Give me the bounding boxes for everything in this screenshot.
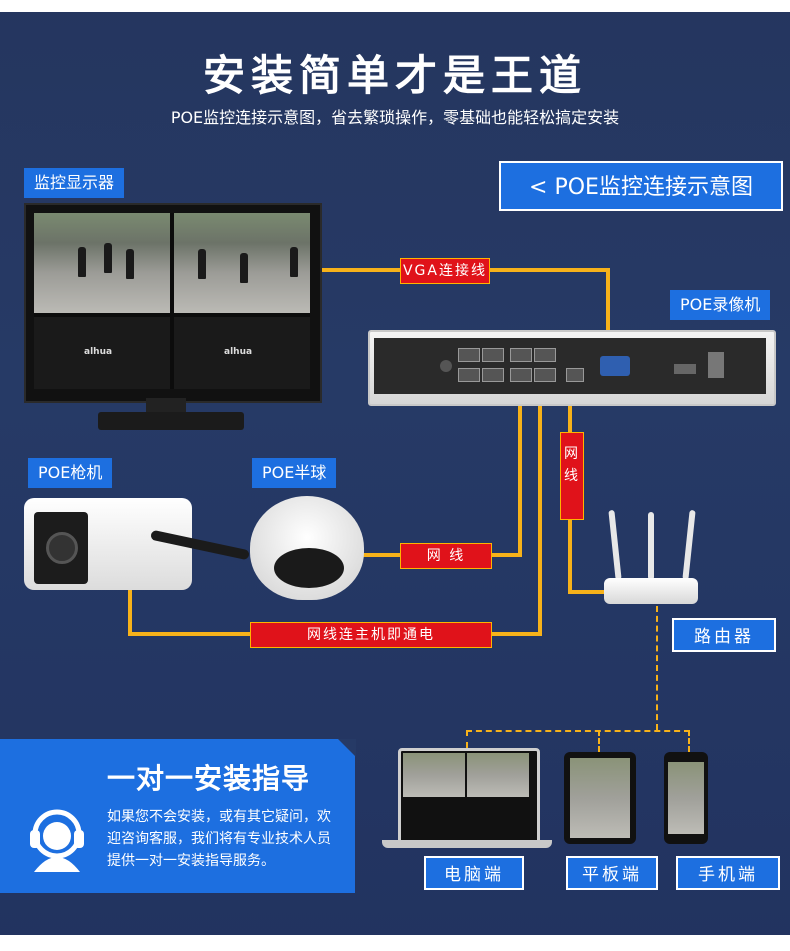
nvr-device [368,330,776,406]
monitor-label: 监控显示器 [24,168,125,198]
router-antenna [608,509,622,581]
top-strip [0,0,790,12]
router-device [604,578,698,604]
monitor-feed-2 [174,213,310,313]
page-subtitle: POE监控连接示意图，省去繁琐操作，零基础也能轻松搞定安装 [170,108,620,127]
headset-icon [30,809,84,872]
poe-diagram-button[interactable]: < POE监控连接示意图 [499,161,783,211]
tablet-feed [570,758,630,838]
router-cable-h [568,590,608,594]
usb-port [708,352,724,378]
laptop-feed [403,753,465,797]
monitor-stand [146,398,186,414]
page-title: 安装简单才是王道 [202,51,587,100]
dome-camera-lens [274,548,344,588]
wifi-link-phone [688,730,690,752]
bullet-camera-label: POE枪机 [28,458,113,488]
router-button[interactable]: 路由器 [672,618,776,652]
vga-port [600,356,630,376]
pc-client-button[interactable]: 电脑端 [424,856,524,890]
monitor-device: alhua alhua [24,203,322,403]
tablet-client-button[interactable]: 平板端 [566,856,658,890]
phone-feed [668,762,704,834]
install-guide-text: 如果您不会安装，或有其它疑问，欢迎咨询客服，我们将有专业技术人员提供一对一安装指… [107,809,331,869]
brand-logo: alhua [84,347,113,357]
bullet-cable-v [128,588,132,636]
tablet-device [564,752,636,844]
vga-cable-label: VGA连接线 [400,258,490,284]
router-antenna [648,512,654,580]
laptop-device [398,748,540,846]
hdmi-port [674,364,696,374]
bottom-strip [0,935,790,951]
monitor-feed-4: alhua [174,317,310,389]
nvr-label: POE录像机 [670,290,771,320]
wifi-link-tablet [598,730,600,752]
laptop-base [382,840,552,848]
wifi-link-pc [466,730,468,748]
monitor-feed-3: alhua [34,317,170,389]
monitor-base [98,412,244,430]
dome-camera-label: POE半球 [252,458,337,488]
vga-cable-drop [606,268,610,374]
wifi-link-h [466,730,690,732]
router-antenna [682,509,696,581]
power-jack [440,360,452,372]
dome-cable-v [518,392,522,557]
phone-device [664,752,708,844]
dome-network-cable-label: 网 线 [400,543,492,569]
mobile-client-button[interactable]: 手机端 [676,856,780,890]
brand-logo: alhua [224,347,253,357]
monitor-feed-1 [34,213,170,313]
laptop-feed [467,753,529,797]
install-guide-title: 一对一安装指导 [107,762,311,795]
bullet-cable-up [538,392,542,636]
network-cable-vertical-label: 网线 [560,432,584,520]
poe-power-cable-label: 网线连主机即通电 [250,622,492,648]
bullet-camera-lens [46,532,78,564]
wifi-link-v [656,606,658,730]
